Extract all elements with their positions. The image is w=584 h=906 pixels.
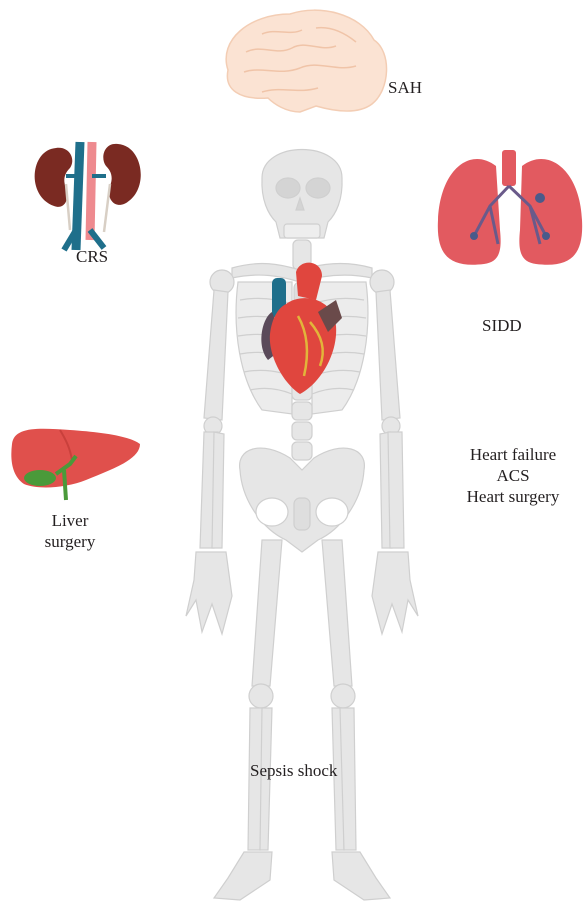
label-liver-group: Liver surgery — [32, 510, 108, 552]
label-heart-group: Heart failure ACS Heart surgery — [446, 444, 580, 507]
liver-icon — [11, 429, 140, 500]
label-heart-failure: Heart failure — [446, 444, 580, 465]
label-crs: CRS — [76, 246, 108, 267]
skeleton-icon — [186, 150, 418, 901]
label-sepsis-shock: Sepsis shock — [250, 760, 337, 781]
label-liver-surgery: surgery — [32, 531, 108, 552]
brain-icon — [226, 10, 386, 112]
label-acs: ACS — [446, 465, 580, 486]
label-heart-surgery: Heart surgery — [446, 486, 580, 507]
label-sah: SAH — [388, 77, 422, 98]
kidneys-icon — [35, 142, 141, 250]
lungs-icon — [438, 150, 582, 265]
label-liver: Liver — [32, 510, 108, 531]
label-sidd: SIDD — [482, 315, 522, 336]
